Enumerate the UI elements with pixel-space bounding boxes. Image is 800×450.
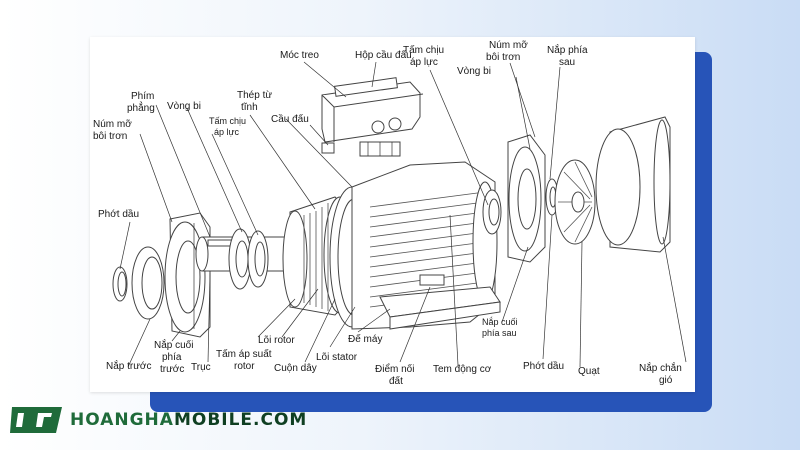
- label-thep-tu-tinh-2: tĩnh: [241, 102, 258, 113]
- front-cover: [131, 246, 165, 320]
- label-nap-cuoi-phia-truoc-3: trước: [160, 364, 184, 375]
- motor-exploded-diagram: Móc treo Hộp cầu đấu Tấm chịu áp lực Núm…: [90, 37, 695, 392]
- brand-name-part2: MOBILE.COM: [173, 410, 308, 430]
- label-num-mo-top-1: Núm mỡ: [489, 40, 528, 51]
- terminal-box: [321, 77, 424, 143]
- label-phot-dau-left: Phớt dầu: [98, 208, 139, 220]
- label-nap-truoc: Nắp trước: [106, 359, 151, 372]
- label-loi-rotor: Lõi rotor: [258, 335, 295, 346]
- label-num-mo-left-1: Núm mỡ: [93, 119, 132, 130]
- label-nap-phia-sau-2: sau: [559, 57, 575, 68]
- label-de-may: Đế máy: [348, 333, 382, 345]
- label-thep-tu-tinh-1: Thép từ: [237, 90, 272, 101]
- labels: Móc treo Hộp cầu đấu Tấm chịu áp lực Núm…: [93, 40, 682, 387]
- label-num-mo-left-2: bôi trơn: [93, 131, 127, 142]
- label-nap-chan-gio-1: Nắp chắn: [639, 361, 682, 374]
- rear-end-shield: [507, 134, 546, 263]
- label-diem-noi-dat-2: đất: [389, 375, 403, 387]
- label-moc-treo: Móc treo: [280, 50, 319, 61]
- lifting-hook: [321, 142, 335, 154]
- label-phim-phang-2: phẳng: [127, 101, 155, 114]
- brand-name-part1: HOANGHA: [70, 410, 174, 430]
- label-tam-chiu-ap-luc-top-1: Tấm chịu: [403, 44, 444, 56]
- label-nap-cuoi-phia-truoc-1: Nắp cuối: [154, 338, 193, 351]
- label-nap-chan-gio-2: gió: [659, 375, 673, 386]
- label-cau-dau: Cầu đấu: [271, 113, 309, 125]
- label-tam-chiu-left-1: Tấm chịu: [209, 116, 246, 126]
- label-loi-stator: Lõi stator: [316, 352, 358, 363]
- cooling-fan: [554, 159, 596, 245]
- fan-cover: [595, 116, 671, 253]
- label-tam-chiu-left-2: áp lực: [214, 127, 240, 137]
- oil-seal-front: [112, 266, 128, 302]
- label-nap-cuoi-phia-sau-2: phía sau: [482, 328, 517, 338]
- diagram-svg: Móc treo Hộp cầu đấu Tấm chịu áp lực Núm…: [93, 40, 687, 387]
- leader-lines: [119, 61, 687, 368]
- label-nap-cuoi-phia-sau-1: Nắp cuối: [482, 317, 518, 327]
- brand-name: HOANGHAMOBILE.COM: [70, 410, 307, 430]
- label-hop-cau-dau: Hộp cầu đấu: [355, 49, 412, 61]
- label-tam-ap-suat-rotor-2: rotor: [234, 361, 255, 372]
- bearing-rear: [482, 189, 502, 235]
- label-num-mo-top-2: bôi trơn: [486, 52, 520, 63]
- front-end-shield: [164, 212, 211, 338]
- motor-base: [379, 274, 501, 330]
- label-nap-phia-sau-1: Nắp phía: [547, 43, 588, 56]
- label-phim-phang-1: Phím: [131, 91, 154, 102]
- label-tam-ap-suat-rotor-1: Tấm áp suất: [216, 348, 272, 360]
- label-tam-chiu-ap-luc-top-2: áp lực: [410, 57, 438, 68]
- label-cuon-day: Cuộn dây: [274, 363, 317, 374]
- label-diem-noi-dat-1: Điểm nối: [375, 363, 414, 375]
- label-tem-dong-co: Tem động cơ: [433, 364, 492, 375]
- label-vong-bi-right: Vòng bi: [457, 66, 491, 77]
- terminal-block: [359, 141, 401, 157]
- label-nap-cuoi-phia-truoc-2: phía: [162, 352, 182, 363]
- label-phot-dau-right: Phớt dầu: [523, 360, 564, 372]
- label-quat: Quạt: [578, 366, 600, 377]
- brand-logo[interactable]: HOANGHAMOBILE.COM: [8, 402, 307, 438]
- label-vong-bi-left: Vòng bi: [167, 101, 201, 112]
- label-truc: Trục: [191, 362, 211, 373]
- hoangha-logo-icon: [10, 407, 62, 433]
- bearing-front: [228, 228, 269, 290]
